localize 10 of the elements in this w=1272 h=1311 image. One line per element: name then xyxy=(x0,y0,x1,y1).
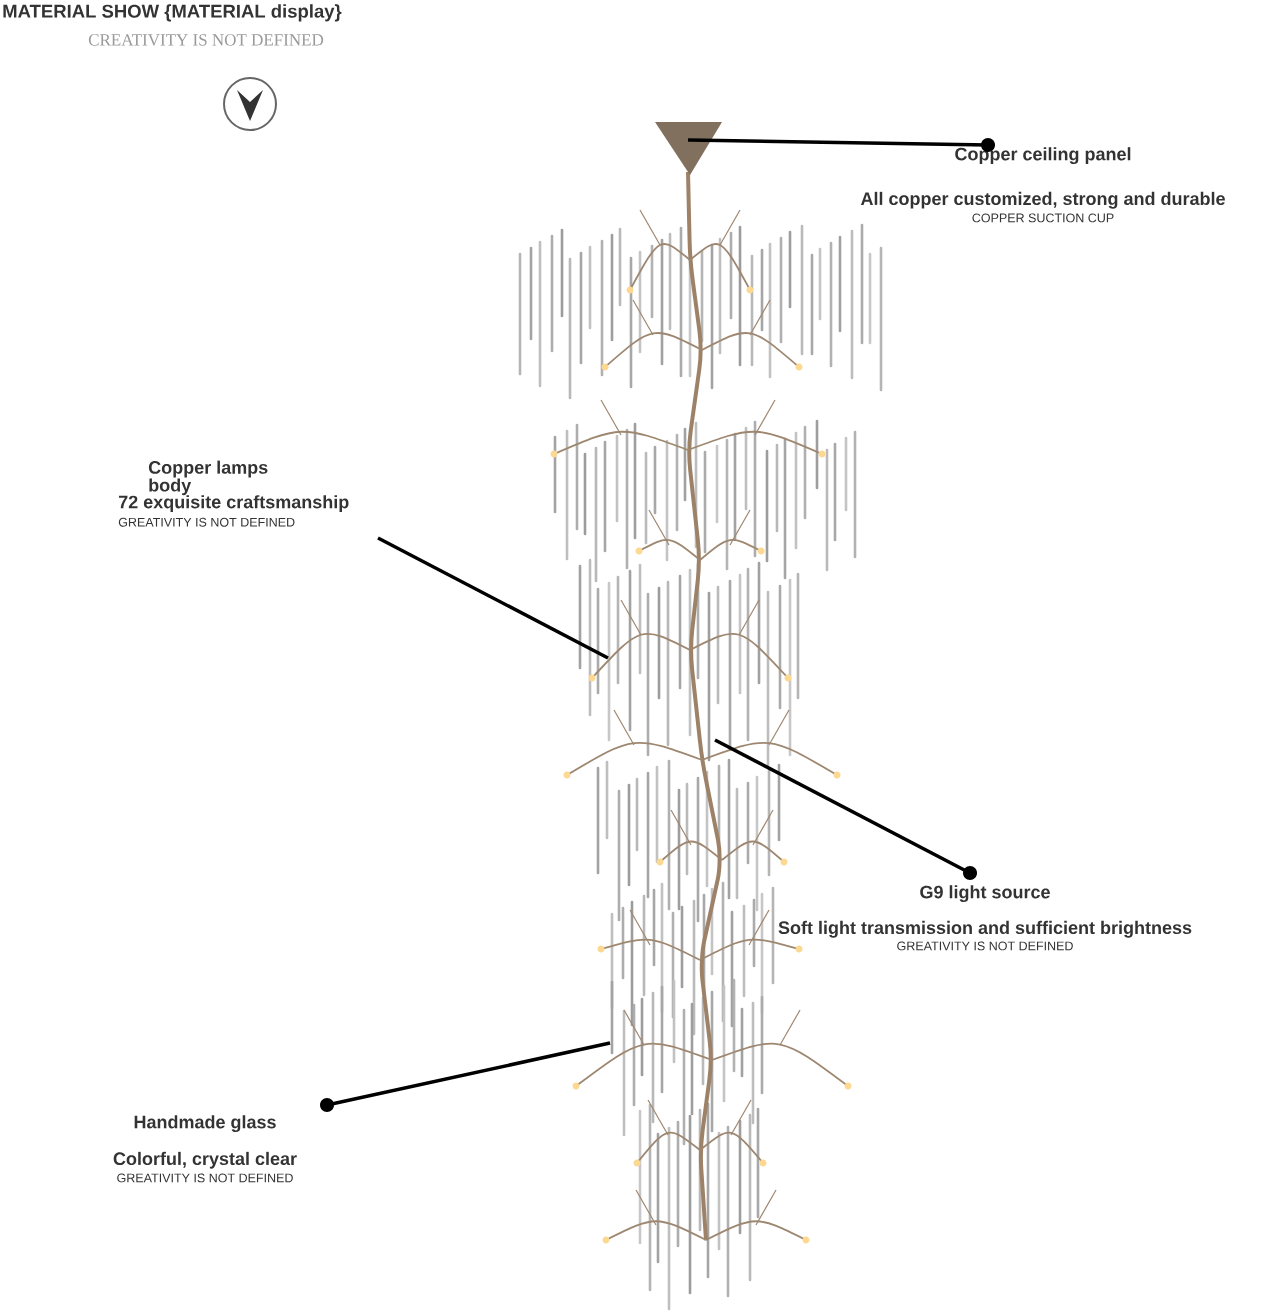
callout-text: G9 light source Soft light transmission and sufficient brightness GREATIVITY IS NOT DEFINED xyxy=(778,885,1192,951)
leader-line xyxy=(377,536,609,660)
callout-text: Handmade glass Colorful, crystal clear GREATIVITY IS NOT DEFINED xyxy=(113,1115,297,1183)
callout-text: Copper ceiling panel All copper customized, strong and durable COPPER SUCTION CUP xyxy=(860,147,1225,223)
title: MATERIAL SHOW {MATERIAL display} xyxy=(3,4,342,22)
leader-line xyxy=(320,1041,611,1112)
leader-line xyxy=(714,738,977,880)
leader-line xyxy=(688,138,995,152)
callout-text: Copper lamps body 72 exquisite craftsmanship GREATIVITY IS NOT DEFINED xyxy=(118,460,349,527)
subtitle: CREATIVITY IS NOT DEFINED xyxy=(88,34,324,46)
